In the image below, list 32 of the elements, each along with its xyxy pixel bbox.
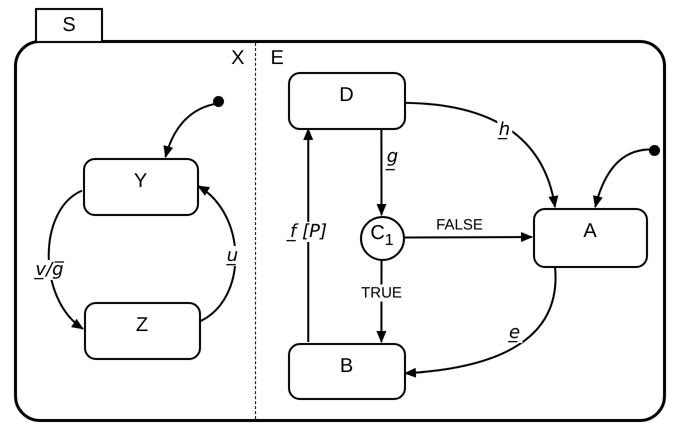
state-name-tab: S: [35, 8, 103, 41]
state-name: Z: [136, 314, 148, 336]
edge-label: u̲: [224, 246, 240, 266]
transition-arrow: [303, 128, 314, 342]
transition-arrow: [197, 185, 236, 322]
transition-arrow: [164, 102, 216, 158]
condition-circle: [360, 216, 404, 260]
transition-arrow: [404, 266, 556, 378]
region-label: X: [231, 46, 244, 68]
transition-arrow: [593, 148, 650, 208]
transition-arrow: [376, 129, 386, 216]
edge-label: FALSE: [435, 216, 484, 233]
edge-label: v̲/g̅: [33, 260, 66, 280]
state-name: Y: [134, 170, 148, 192]
state-box: [532, 208, 648, 268]
transition-arrow: [404, 102, 558, 208]
initial-state-dot: [648, 144, 660, 156]
edge-label: f̲ [P]: [288, 222, 329, 242]
state-name: D: [339, 84, 354, 106]
condition-label: C$_{1}$: [370, 222, 394, 250]
state-name: A: [583, 220, 597, 242]
state-box: [82, 158, 198, 216]
transition-arrow: [48, 190, 84, 330]
transition-arrow: [404, 232, 533, 242]
state-name: B: [340, 354, 354, 378]
edge-label: TRUE: [359, 284, 404, 301]
edge-label: h̲: [496, 120, 512, 140]
state-box: [288, 342, 406, 400]
state-box: [288, 72, 406, 130]
state-box: [84, 302, 200, 360]
initial-state-dot: [212, 96, 224, 106]
region-label: E: [270, 46, 284, 68]
